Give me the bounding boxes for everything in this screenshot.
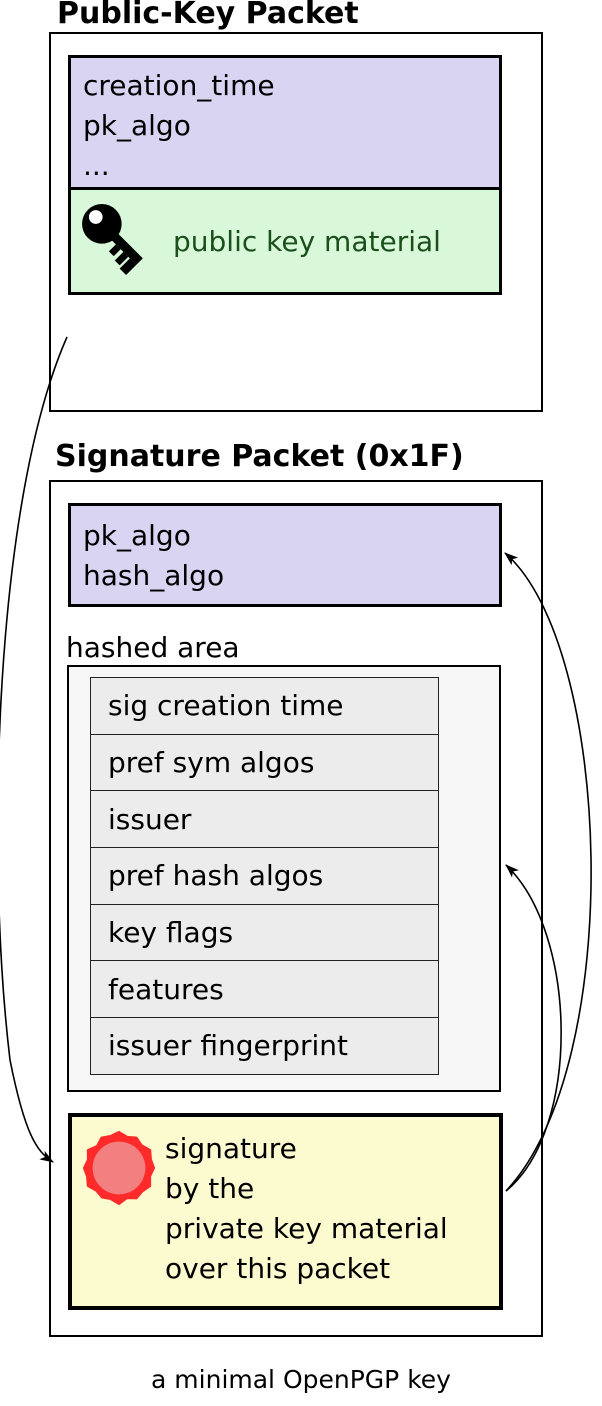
public-key-packet-title: Public-Key Packet [57,0,359,31]
signature-text: signature by the private key material ov… [165,1129,448,1289]
signature-line: over this packet [165,1252,391,1285]
signature-line: signature [165,1132,297,1165]
field-ellipsis: ... [83,149,110,182]
field-pk-algo: pk_algo [83,519,191,552]
signature-packet-title: Signature Packet (0x1F) [55,439,464,474]
subpacket-row: sig creation time [90,677,439,735]
subpacket-row: issuer fingerprint [90,1017,439,1075]
signature-line: by the [165,1172,255,1205]
signature-fields-box: pk_algo hash_algo [68,503,502,607]
subpacket-row: pref hash algos [90,847,439,905]
subpacket-row: issuer [90,790,439,849]
key-icon [79,195,159,287]
subpacket-row: features [90,960,439,1019]
seal-icon [80,1129,158,1207]
diagram-caption: a minimal OpenPGP key [151,1365,451,1394]
signature-value-box: signature by the private key material ov… [68,1113,503,1310]
subpacket-row: key flags [90,903,439,962]
hashed-area-label: hashed area [66,631,240,664]
subpacket-row: pref sym algos [90,733,439,792]
public-key-material-box: public key material [68,190,502,295]
subpacket-table: sig creation time pref sym algos issuer … [90,677,439,1075]
field-hash-algo: hash_algo [83,559,225,592]
signature-line: private key material [165,1212,448,1245]
field-pk-algo: pk_algo [83,109,191,142]
public-key-fields-box: creation_time pk_algo ... [68,55,502,190]
public-key-material-label: public key material [173,224,441,258]
field-creation-time: creation_time [83,69,275,102]
